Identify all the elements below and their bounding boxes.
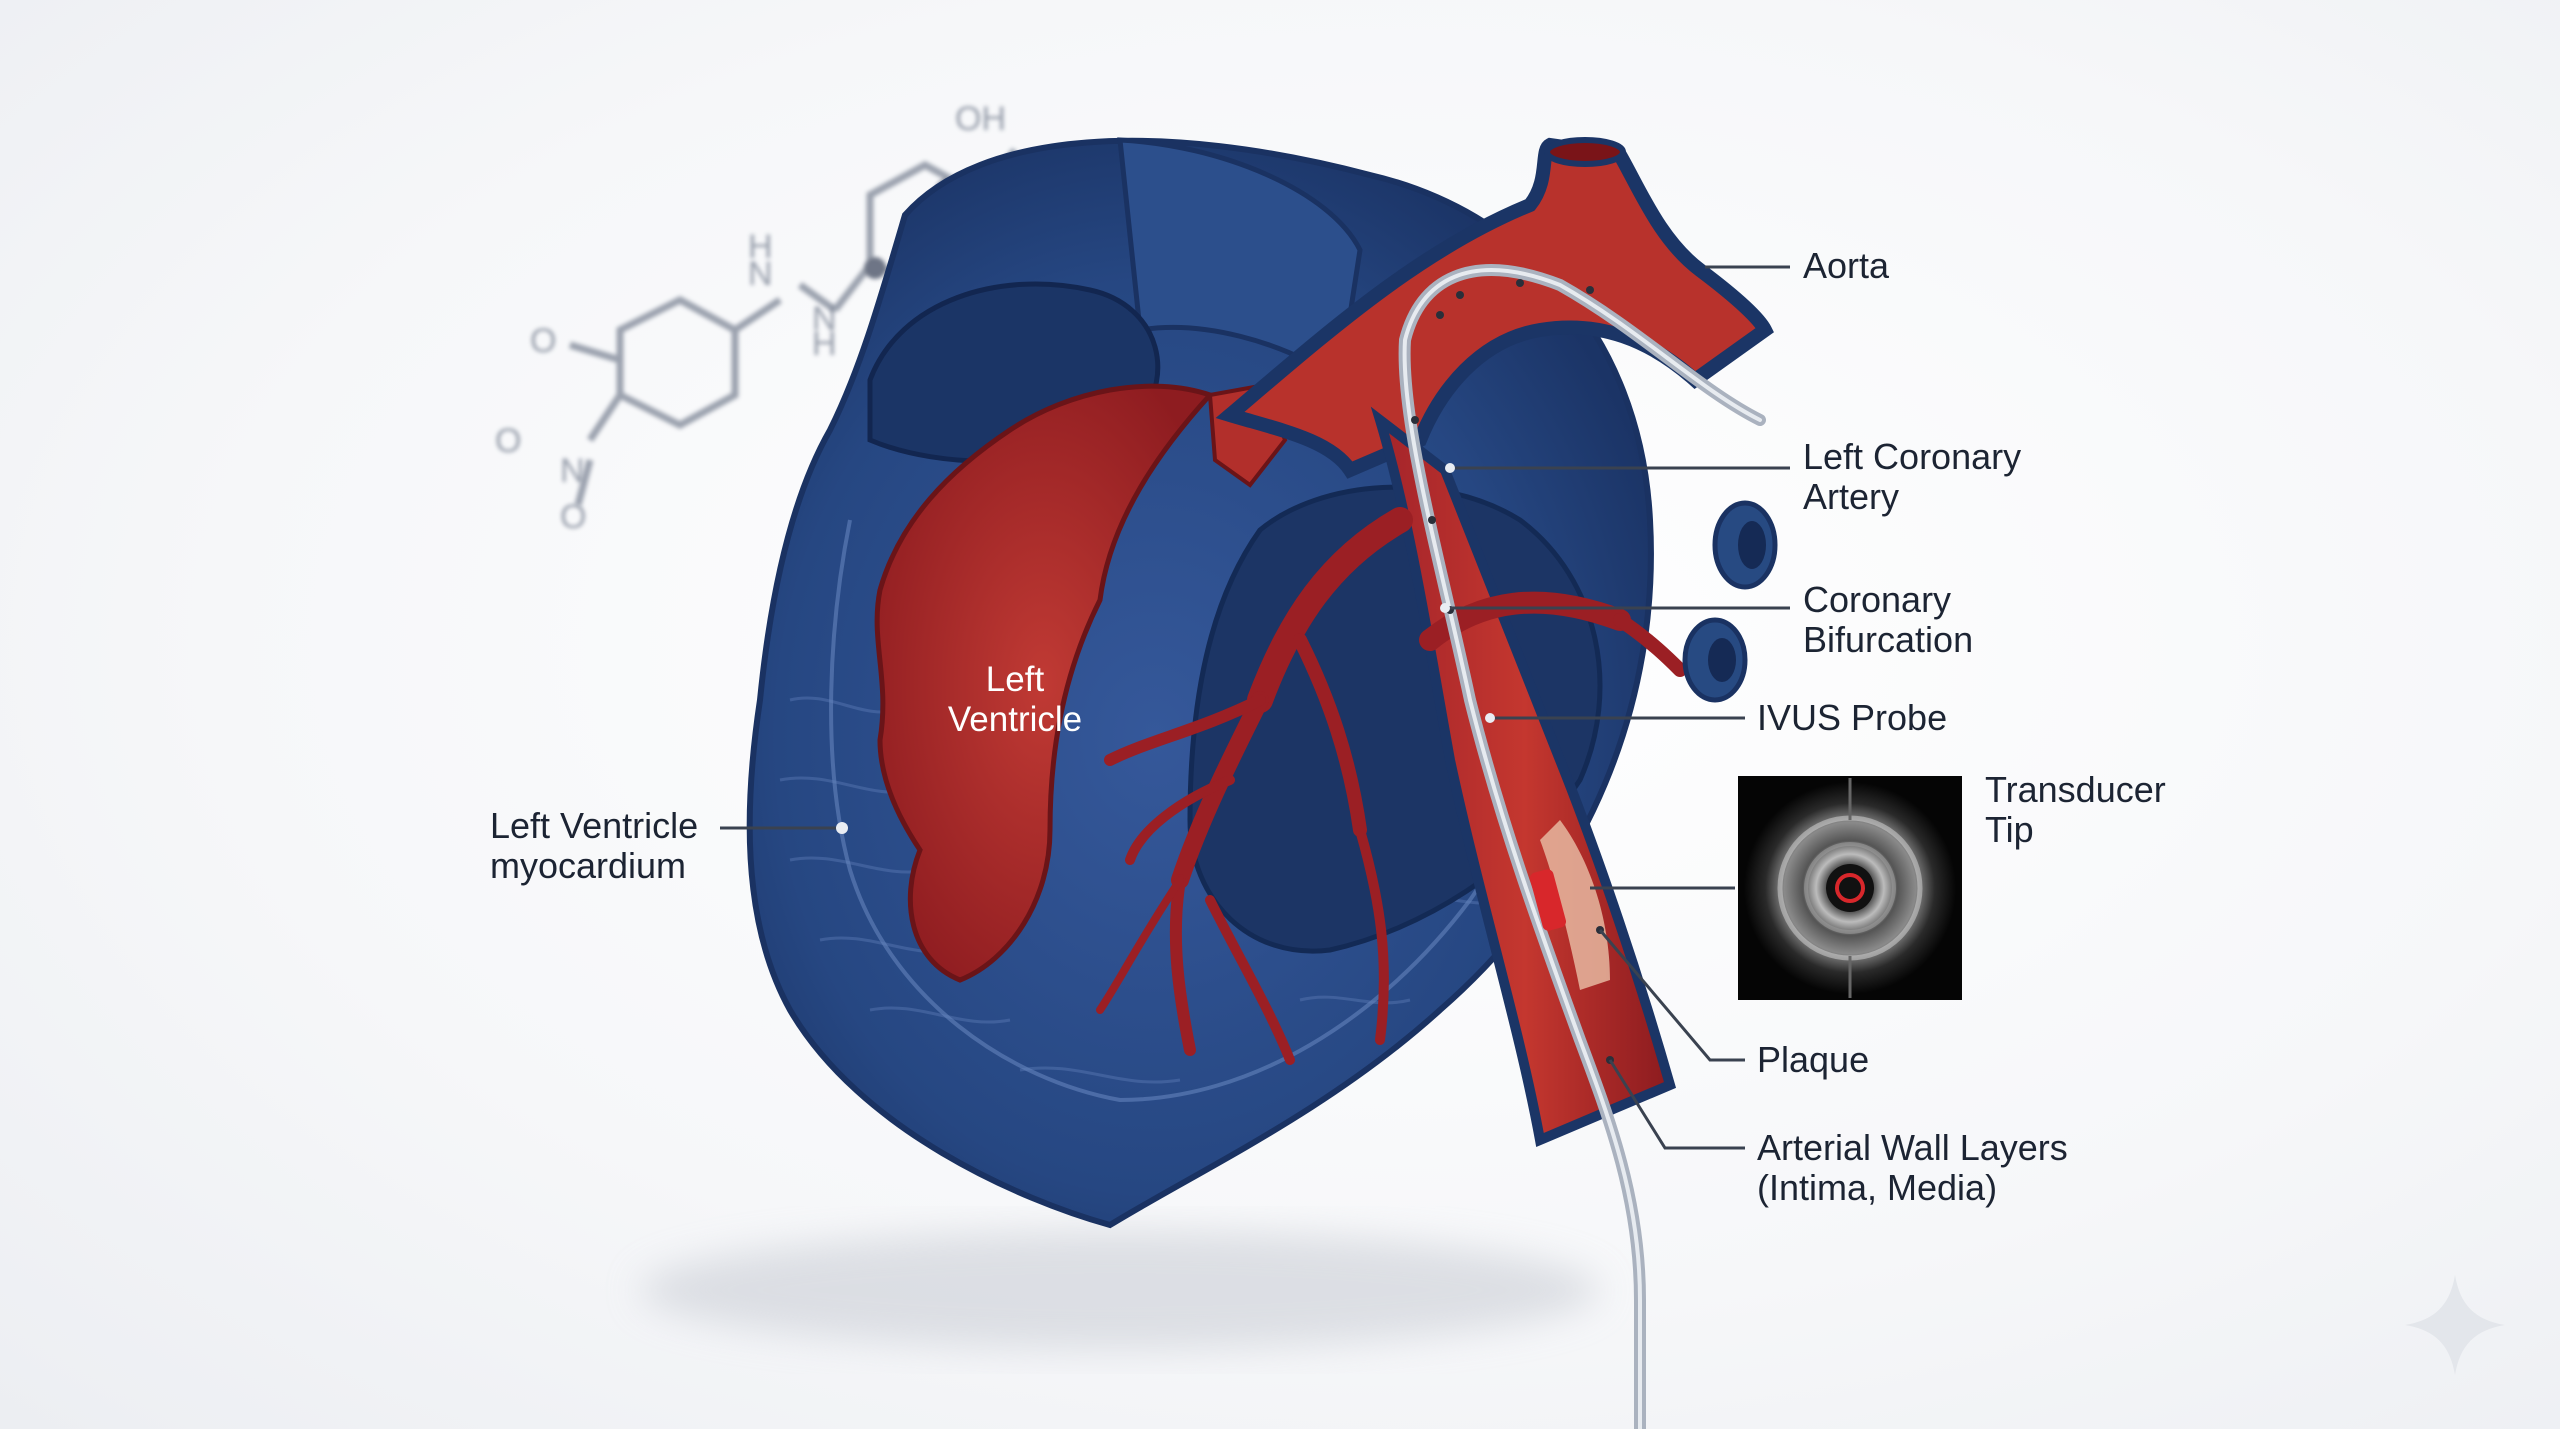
label-left-coronary-artery: Left Coronary Artery xyxy=(1803,436,2022,517)
leader-lines xyxy=(720,265,1790,1150)
atom-h1: H xyxy=(748,228,773,266)
label-aorta: Aorta xyxy=(1803,245,1890,286)
label-transducer-tip: Transducer Tip xyxy=(1985,769,2166,850)
pulmonary-trunk xyxy=(1117,137,1363,385)
coronary-branches xyxy=(1096,507,1687,1065)
aorta xyxy=(1215,137,1774,479)
leader-arterial-wall xyxy=(1608,1059,1745,1150)
leader-dots xyxy=(836,463,1495,834)
leader-plaque xyxy=(1598,929,1745,1062)
transducer-tip xyxy=(1529,869,1567,931)
label-arterial-wall-layers: Arterial Wall Layers (Intima, Media) xyxy=(1757,1127,2068,1208)
label-left-ventricle: Left Ventricle xyxy=(947,660,1083,739)
heart-shadow xyxy=(640,1230,1600,1350)
label-coronary-bifurcation: Coronary Bifurcation xyxy=(1803,579,1974,660)
label-left-ventricle-myocardium: Left Ventricle myocardium xyxy=(490,805,699,886)
pulmonary-veins xyxy=(1682,500,1778,703)
ivus-inset-image xyxy=(1738,776,1962,1000)
atom-n-nitro: N xyxy=(560,452,585,490)
label-ivus-probe: IVUS Probe xyxy=(1757,697,1948,738)
atom-n1: N xyxy=(748,255,773,293)
label-plaque: Plaque xyxy=(1757,1039,1870,1080)
ivus-probe xyxy=(1398,264,1766,1429)
atom-o-nitro2: O xyxy=(560,498,586,536)
left-ventricle-cavity xyxy=(874,383,1215,983)
atom-h2: H xyxy=(812,325,837,363)
atom-n2: N xyxy=(812,300,837,338)
sparkle-icon xyxy=(2405,1275,2505,1375)
aorta-wall xyxy=(1215,137,1774,479)
atom-oh: OH xyxy=(955,100,1006,138)
plaque xyxy=(1540,820,1610,990)
aorta-opening xyxy=(1544,137,1626,167)
ivus-lumen-marker xyxy=(1835,873,1865,903)
atom-o-methoxy: O xyxy=(530,322,556,360)
atom-o-nitro1: O xyxy=(495,422,521,460)
